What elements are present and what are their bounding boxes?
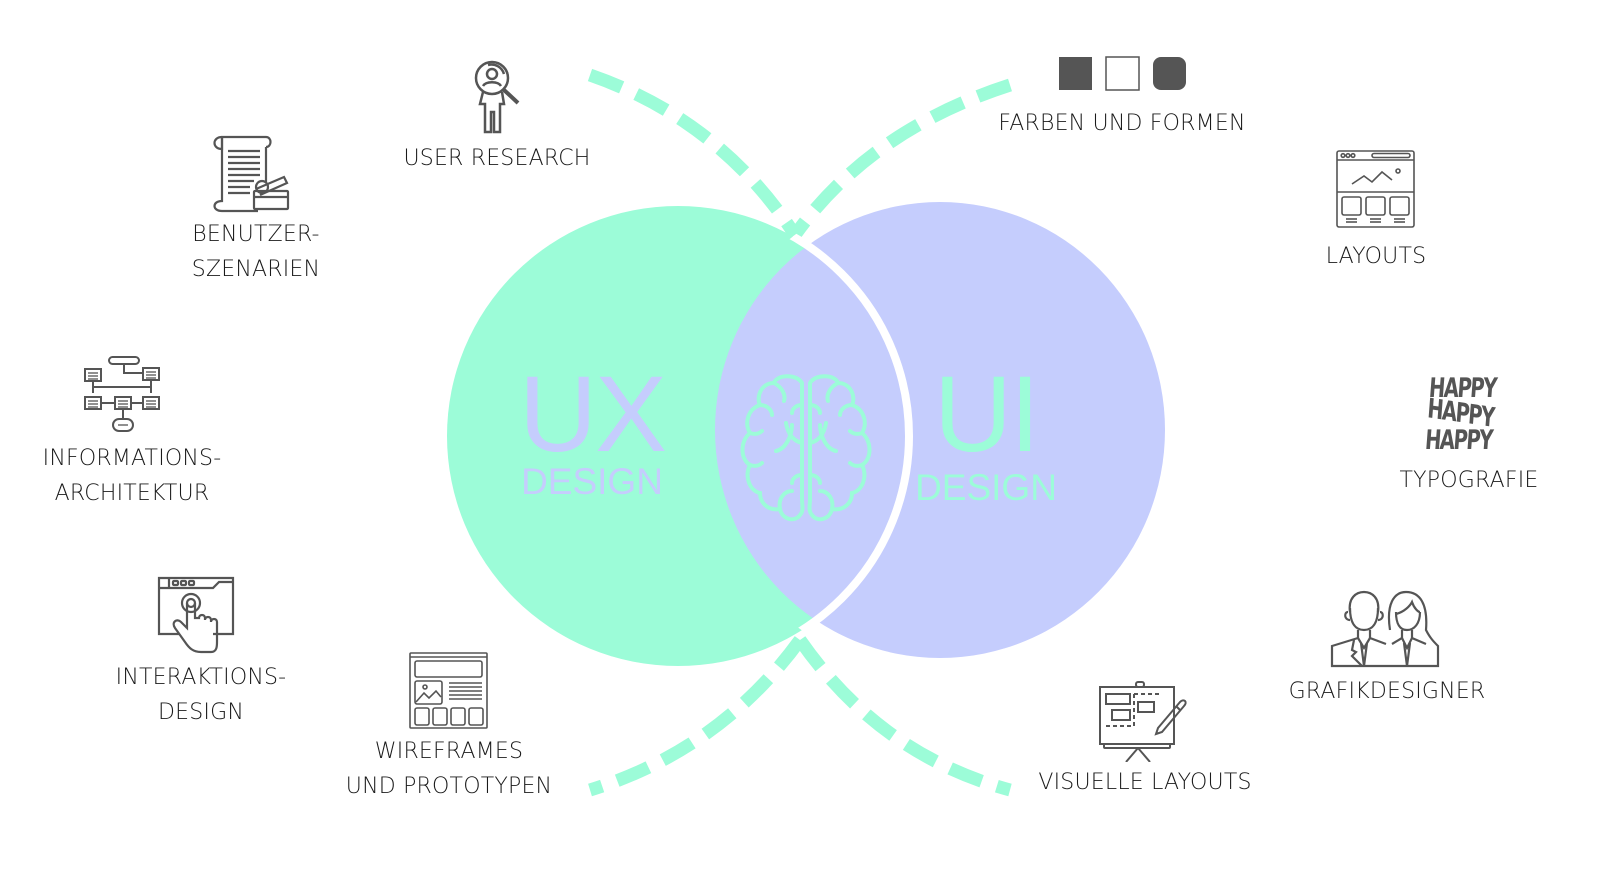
item-benutzer-szenarien: BENUTZER- SZENARIEN (192, 217, 320, 287)
ux-subtitle: DESIGN (521, 461, 663, 502)
ui-design-label: UI DESIGN (915, 353, 1057, 508)
item-typografie: TYPOGRAFIE (1400, 463, 1539, 498)
item-label-line-2: UND PROTOTYPEN (345, 774, 553, 799)
item-interaktions-design: INTERAKTIONS- DESIGN (116, 660, 287, 730)
item-grafikdesigner: GRAFIKDESIGNER (1289, 674, 1486, 709)
ux-title: UX (518, 353, 667, 474)
easel-icon (1099, 681, 1187, 762)
item-visuelle-layouts: VISUELLE LAYOUTS (1038, 765, 1251, 800)
overlap-region (715, 206, 909, 658)
ux-design-label: UX DESIGN (518, 353, 667, 502)
item-label: TYPOGRAFIE (1399, 468, 1539, 493)
item-wireframes: WIREFRAMES UND PROTOTYPEN (346, 734, 552, 804)
dashed-arc-top-left (587, 68, 801, 239)
item-label: USER RESEARCH (403, 146, 591, 171)
item-label-line-2: ARCHITEKTUR (54, 481, 210, 506)
item-label-line-2: DESIGN (158, 700, 244, 725)
layout-icon (1336, 150, 1415, 228)
dashed-connector-arcs (587, 68, 1012, 797)
shapes-icon (1059, 56, 1186, 91)
touch-browser-icon (157, 576, 235, 654)
item-label-line-1: INTERAKTIONS- (115, 665, 287, 690)
ui-subtitle: DESIGN (915, 467, 1057, 508)
typography-icon: HAPPY HAPPY HAPPY (1424, 373, 1510, 456)
item-label-line-1: WIREFRAMES (374, 739, 524, 764)
item-informations-architektur: INFORMATIONS- ARCHITEKTUR (43, 441, 222, 511)
item-user-research: USER RESEARCH (403, 141, 590, 176)
item-label-line-2: SZENARIEN (191, 257, 321, 282)
item-label-line-1: BENUTZER- (192, 222, 320, 247)
user-search-icon (474, 60, 520, 134)
brain-icon (740, 374, 872, 522)
divider-arc (700, 202, 913, 670)
item-label: LAYOUTS (1325, 244, 1427, 269)
item-farben-und-formen: FARBEN UND FORMEN (998, 106, 1245, 141)
item-label-line-1: INFORMATIONS- (42, 446, 222, 471)
item-label: VISUELLE LAYOUTS (1038, 770, 1252, 795)
dashed-arc-bottom-left (588, 636, 806, 797)
designers-icon (1330, 590, 1440, 668)
scroll-clapper-icon (213, 135, 290, 213)
sitemap-icon (84, 356, 160, 432)
item-label: GRAFIKDESIGNER (1288, 679, 1486, 704)
wireframe-icon (409, 652, 488, 729)
item-layouts: LAYOUTS (1326, 239, 1427, 274)
ui-title: UI (933, 353, 1040, 474)
dashed-arc-bottom-right (794, 636, 1012, 797)
item-label: FARBEN UND FORMEN (998, 111, 1246, 136)
